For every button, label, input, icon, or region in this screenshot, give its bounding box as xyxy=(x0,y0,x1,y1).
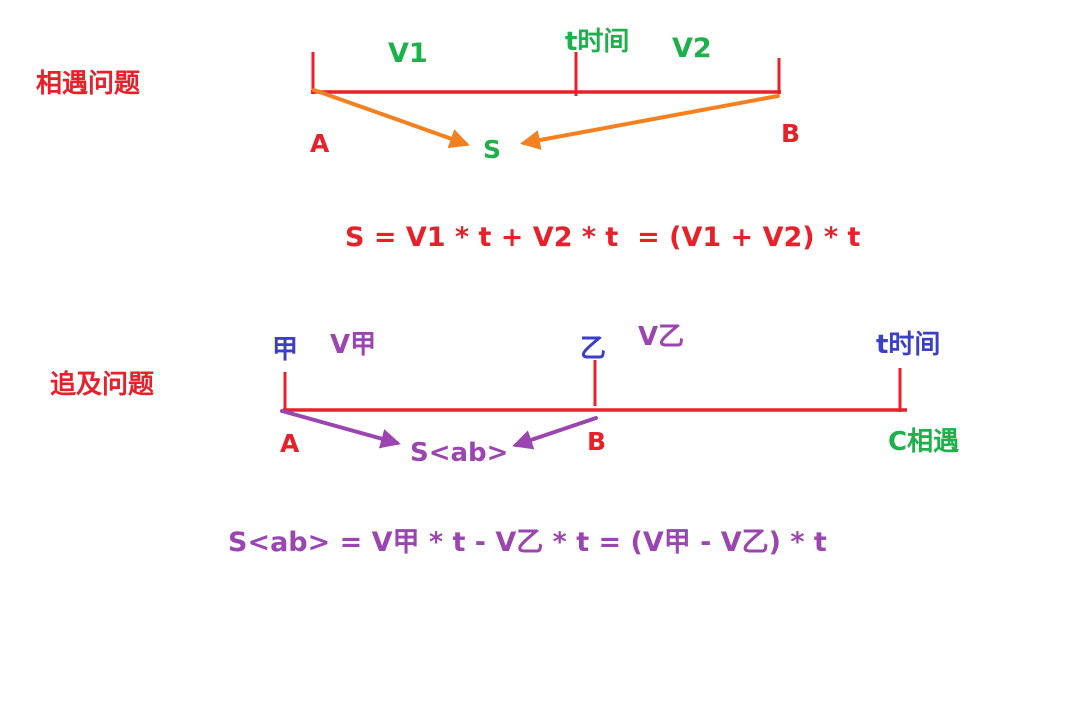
chase-v-yi-label: V乙 xyxy=(638,322,684,352)
meeting-section: 相遇问题 V1 t时间 V2 A S B S = V1 * t + V2 * t… xyxy=(36,27,861,253)
meeting-v1-label: V1 xyxy=(388,38,428,69)
chase-arrow-a-to-s xyxy=(280,409,401,449)
chase-yi-label: 乙 xyxy=(580,334,606,364)
chase-jia-label: 甲 xyxy=(272,335,298,365)
meeting-formula: S = V1 * t + V2 * t = (V1 + V2) * t xyxy=(345,222,861,253)
chase-point-b: B xyxy=(587,427,606,456)
meeting-title: 相遇问题 xyxy=(36,69,140,99)
meeting-v2-label: V2 xyxy=(672,33,712,64)
meeting-arrow-a-to-s xyxy=(312,88,470,149)
chase-arrow-b-to-s xyxy=(512,416,598,450)
chase-section: 追及问题 甲 V甲 乙 V乙 t时间 A S<ab> B C相遇 S<ab> =… xyxy=(50,322,959,558)
chase-time-label: t时间 xyxy=(876,330,940,360)
meeting-point-b: B xyxy=(781,119,800,148)
meeting-point-a: A xyxy=(310,129,330,158)
chase-point-c: C相遇 xyxy=(888,427,959,457)
chase-point-a: A xyxy=(280,429,300,458)
chase-formula: S<ab> = V甲 * t - V乙 * t = (V甲 - V乙) * t xyxy=(228,527,827,558)
chase-v-jia-label: V甲 xyxy=(330,330,376,360)
chase-title: 追及问题 xyxy=(50,369,154,400)
meeting-point-s: S xyxy=(483,135,501,164)
chase-point-s: S<ab> xyxy=(410,438,508,468)
meeting-arrow-b-to-s xyxy=(520,94,780,150)
